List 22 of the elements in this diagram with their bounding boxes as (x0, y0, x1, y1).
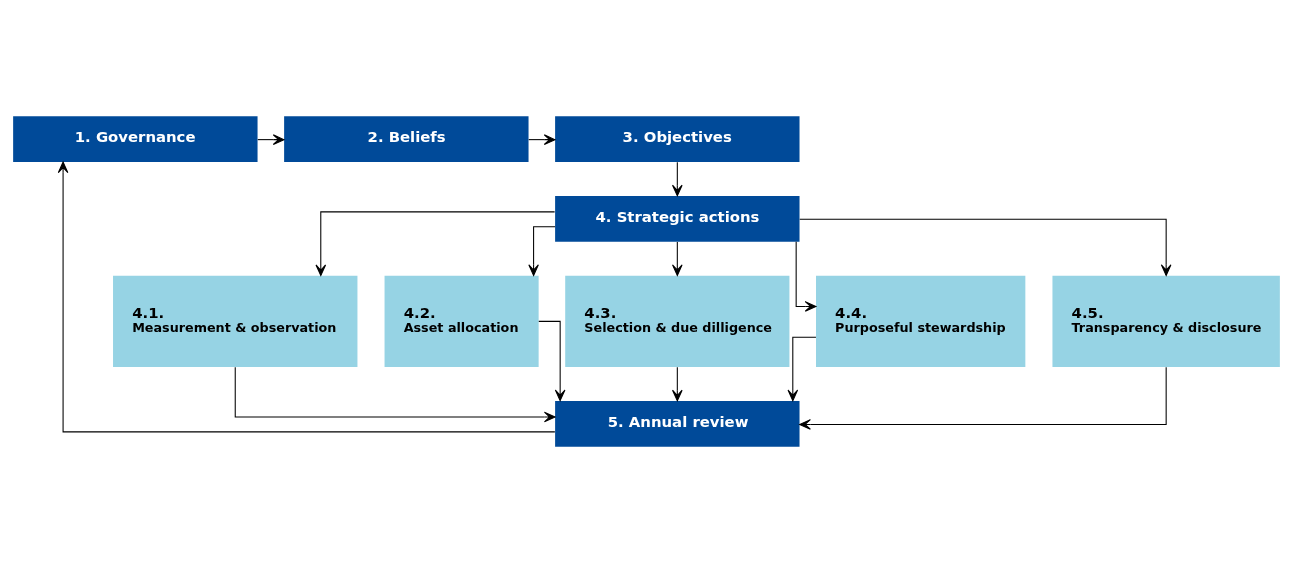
arrow (787, 336, 817, 402)
node-box: 4.1. Measurement & observation (113, 275, 358, 368)
arrow (234, 366, 556, 423)
arrow (799, 218, 1172, 276)
arrow (57, 161, 556, 433)
node-box: 4. Strategic actions (555, 195, 800, 242)
arrow (528, 226, 556, 276)
node-box: 4.5. Transparency & disclosure (1052, 275, 1280, 368)
arrow (795, 241, 817, 312)
node-box: 3. Objectives (555, 116, 800, 162)
node-box: 4.4. Purposeful stewardship (816, 275, 1026, 368)
node-box: 1. Governance (13, 116, 258, 162)
arrow (538, 320, 566, 402)
node-box: 4.2. Asset allocation (384, 275, 539, 368)
node-box: 2. Beliefs (284, 116, 529, 162)
arrow (672, 366, 683, 402)
node-box: 5. Annual review (555, 401, 800, 447)
arrow (672, 241, 683, 277)
node-box: 4.3. Selection & due dilligence (565, 275, 790, 368)
arrow (799, 366, 1167, 430)
arrow (315, 211, 556, 277)
arrow (672, 161, 683, 197)
